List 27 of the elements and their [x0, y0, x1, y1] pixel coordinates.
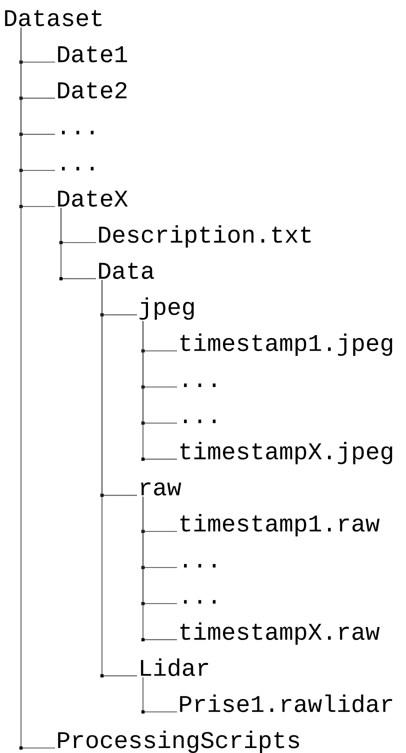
tree-connector: [100, 280, 138, 678]
folder-name: DateX: [58, 190, 128, 207]
tree-connector: [19, 27, 56, 750]
folder-name: ...: [184, 420, 216, 424]
folder-name: Date1: [58, 46, 128, 62]
folder-name: Data: [99, 262, 154, 279]
folder-name: Prise1.rawlidar: [180, 694, 392, 712]
folder-name: ...: [62, 130, 94, 134]
tree-connector: [141, 496, 178, 642]
folder-name: jpeg: [140, 297, 194, 320]
folder-name: timestamp1.jpeg: [180, 334, 392, 356]
folder-name: timestampX.jpeg: [180, 442, 392, 464]
folder-name: raw: [141, 482, 182, 496]
folder-name: ProcessingScripts: [58, 730, 300, 753]
tree-connector: [59, 208, 96, 280]
tree-connector: [141, 676, 178, 714]
folder-name: Lidar: [140, 658, 208, 676]
folder-name: Date2: [58, 82, 126, 98]
folder-name: timestamp1.raw: [180, 514, 380, 536]
folder-name: ...: [184, 600, 216, 604]
folder-name: Dataset: [5, 10, 102, 26]
folder-name: ...: [184, 564, 216, 568]
folder-name: ...: [184, 384, 216, 387]
folder-name: ...: [62, 166, 94, 170]
tree-connector: [141, 320, 178, 461]
folder-name: timestampX.raw: [180, 622, 380, 645]
folder-name: Description.txt: [99, 225, 311, 248]
